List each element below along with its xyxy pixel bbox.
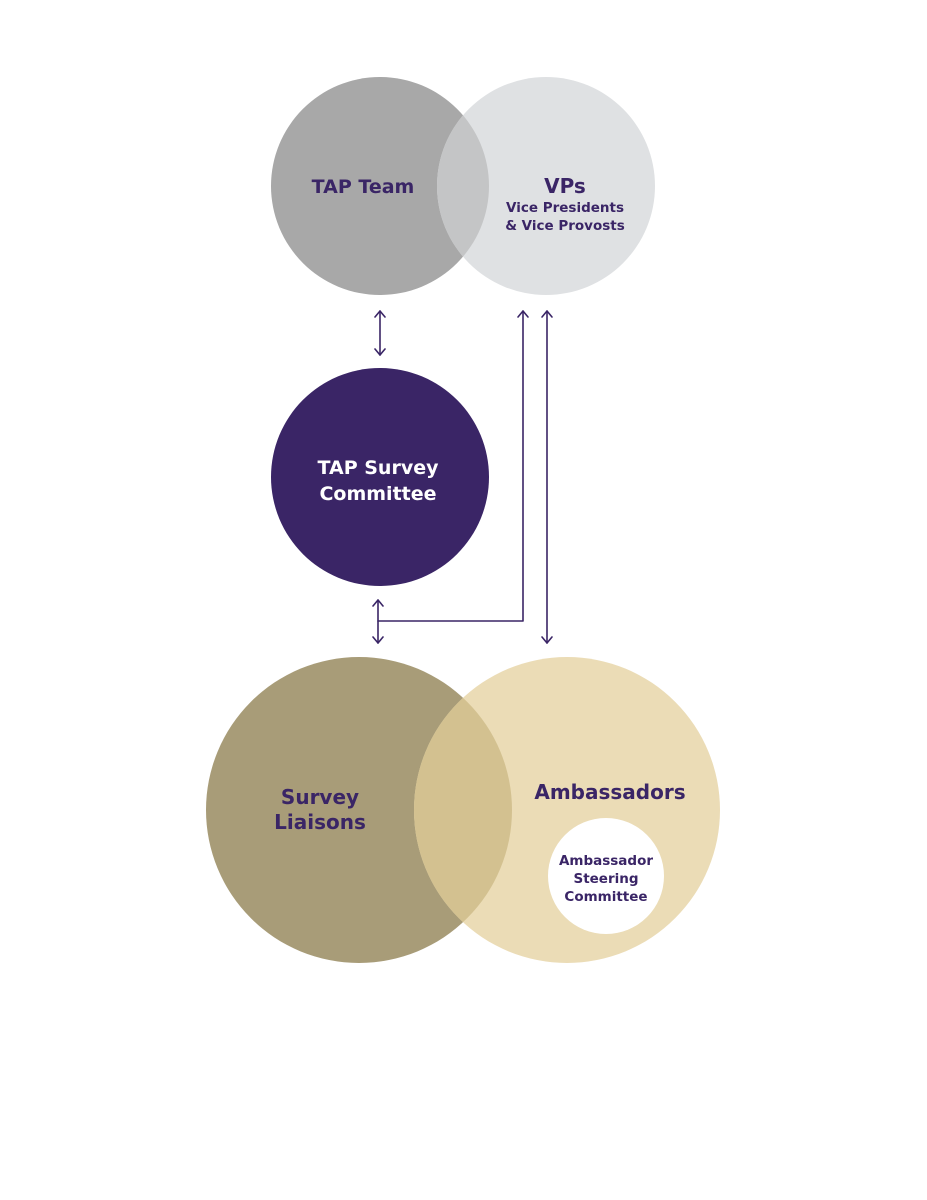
tap-survey-committee-circle bbox=[271, 368, 489, 586]
tap-survey-committee-line2: Committee bbox=[319, 483, 436, 505]
tap-team-circle bbox=[271, 77, 489, 295]
ambassador-steering-circle bbox=[548, 818, 664, 934]
tap-survey-committee-line1: TAP Survey bbox=[318, 457, 440, 479]
ambassador-steering-line2: Steering bbox=[573, 871, 638, 887]
ambassadors-label: Ambassadors bbox=[534, 780, 685, 804]
vps-label: VPs bbox=[544, 174, 586, 198]
arrow-vps-committee bbox=[377, 310, 529, 622]
ambassador-steering-line1: Ambassador bbox=[559, 853, 653, 869]
arrow-vps-ambassadors bbox=[541, 310, 553, 644]
vps-subtitle-line1: Vice Presidents bbox=[506, 200, 624, 216]
vps-circle bbox=[437, 77, 655, 295]
liaisons-ambassadors-overlap bbox=[414, 657, 512, 963]
survey-liaisons-line2: Liaisons bbox=[274, 810, 366, 834]
vps-subtitle-line2: & Vice Provosts bbox=[505, 218, 625, 234]
ambassador-steering-line3: Committee bbox=[564, 889, 647, 905]
survey-liaisons-line1: Survey bbox=[281, 785, 359, 809]
tap-team-label: TAP Team bbox=[312, 176, 415, 198]
connectors bbox=[372, 310, 553, 644]
arrow-tap-team-committee bbox=[374, 310, 386, 356]
